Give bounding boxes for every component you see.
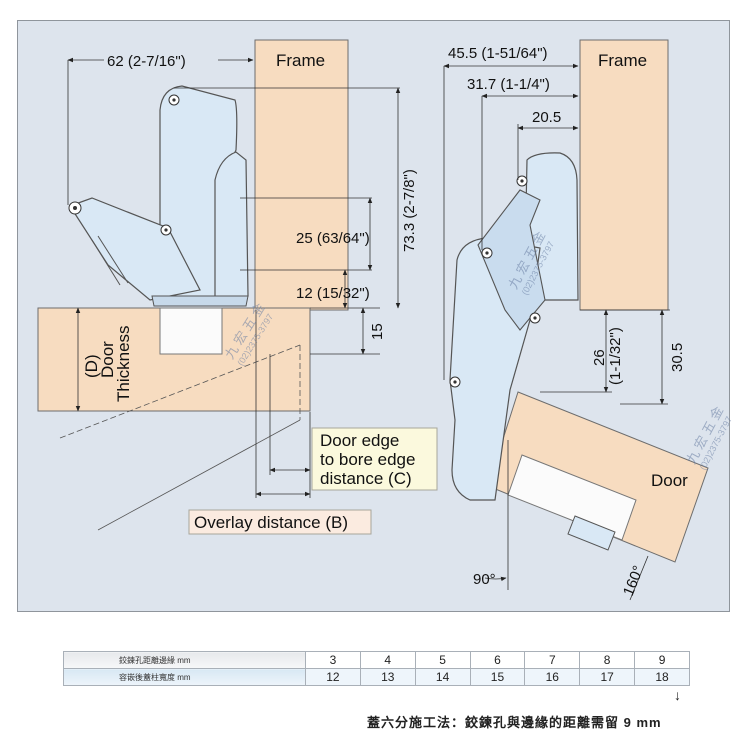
- table-cell: 5: [414, 651, 471, 669]
- table-cell: 9: [634, 651, 690, 669]
- door-thickness-door: Door: [98, 341, 117, 378]
- right-dim-317: 31.7 (1-1/4"): [467, 76, 550, 93]
- callout-c-box: [311, 427, 438, 491]
- left-cup-bore: [159, 307, 223, 355]
- table-cell: 18: [634, 668, 690, 686]
- left-frame-label: Frame: [276, 51, 325, 70]
- right-cup-bore: [507, 454, 637, 541]
- left-frame-panel: [254, 39, 349, 311]
- angle-90: 90°: [473, 571, 496, 588]
- left-hinge-plate: [214, 151, 249, 301]
- installation-note: 蓋六分施工法：鉸鍊孔與邊緣的距離需留 9 mm: [367, 715, 662, 730]
- callout-c-line2: to bore edge: [320, 450, 415, 469]
- callout-b-label: Overlay distance (B): [194, 513, 348, 532]
- table-row: 容嵌後蓋柱寬度 mm 12 13 14 15 16 17 18: [63, 668, 690, 686]
- table-row: 鉸鍊孔距離邊緣 mm 3 4 5 6 7 8 9: [63, 651, 690, 669]
- table-cell: 6: [469, 651, 526, 669]
- right-cup-flange: [567, 515, 616, 551]
- left-hinge-cup: [151, 295, 249, 307]
- right-dim-455: 45.5 (1-51/64"): [448, 45, 548, 62]
- right-dim-26-inch: (1-1/32"): [607, 327, 624, 385]
- right-door-label: Door: [651, 471, 688, 490]
- row2-label: 容嵌後蓋柱寬度 mm: [63, 668, 306, 686]
- left-dim-25: 25 (63/64"): [296, 230, 370, 247]
- right-dim-305: 30.5: [669, 343, 686, 372]
- table-cell: 17: [579, 668, 636, 686]
- table-cell: 12: [305, 668, 361, 686]
- right-frame-label: Frame: [598, 51, 647, 70]
- table-cell: 15: [469, 668, 526, 686]
- door-thickness-d: (D): [82, 354, 101, 378]
- table-cell: 13: [359, 668, 416, 686]
- right-watermark-2: 九 宏 五 金 (02)2375-3797: [683, 404, 734, 472]
- table-cell: 16: [524, 668, 581, 686]
- callout-c-line3: distance (C): [320, 469, 412, 488]
- spec-table: 鉸鍊孔距離邊緣 mm 3 4 5 6 7 8 9 容嵌後蓋柱寬度 mm 12 1…: [63, 651, 690, 686]
- left-dim-15: 15: [369, 323, 386, 340]
- callout-b-box: [188, 509, 372, 535]
- callout-c-line1: Door edge: [320, 431, 399, 450]
- left-dim-62: 62 (2-7/16"): [107, 53, 186, 70]
- right-frame-panel: [579, 39, 669, 311]
- table-cell: 8: [579, 651, 636, 669]
- right-dim-26: 26: [591, 349, 608, 366]
- right-hinge-plate: [525, 152, 579, 301]
- right-dim-205: 20.5: [532, 109, 561, 126]
- left-dim-12: 12 (15/32"): [296, 285, 370, 302]
- down-arrow-icon: ↓: [674, 687, 681, 703]
- table-cell: 4: [359, 651, 416, 669]
- angle-160: 160°: [620, 563, 647, 598]
- table-cell: 3: [305, 651, 361, 669]
- table-cell: 14: [414, 668, 471, 686]
- left-dim-733: 73.3 (2-7/8"): [401, 169, 418, 252]
- row1-label: 鉸鍊孔距離邊緣 mm: [63, 651, 306, 669]
- door-thickness-thickness: Thickness: [114, 325, 133, 402]
- table-cell: 7: [524, 651, 581, 669]
- right-hinge-link: [477, 189, 546, 331]
